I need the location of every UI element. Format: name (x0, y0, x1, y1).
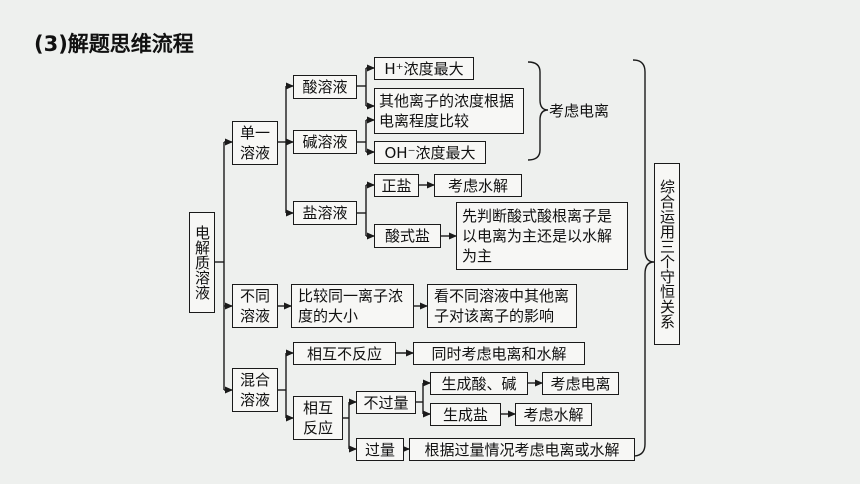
not-excess-label: 不过量 (363, 393, 409, 412)
root-box: 电解质溶液 (189, 212, 215, 313)
mixed-solution-box: 混合溶液 (232, 368, 278, 412)
mixed-solution-label: 混合溶液 (239, 371, 270, 409)
look-box: 看不同溶液中其他离子对该离子的影响 (427, 284, 577, 328)
other-ions-box: 其他离子的浓度根据电离程度比较 (374, 88, 524, 134)
root-label: 电解质溶液 (193, 225, 211, 300)
hydrolysis-box-1: 考虑水解 (434, 174, 522, 197)
other-ions-label: 其他离子的浓度根据电离程度比较 (379, 92, 515, 130)
summary-label: 综合运用三个守恒关系 (658, 179, 676, 329)
both-label: 同时考虑电离和水解 (431, 344, 567, 363)
oh-max-label: OH⁻浓度最大 (384, 143, 476, 162)
acid-solution-label: 酸溶液 (302, 78, 348, 96)
not-excess-box: 不过量 (356, 391, 416, 414)
excess-box: 过量 (356, 438, 404, 461)
gen-salt-box: 生成盐 (430, 403, 501, 426)
excess-note-label: 根据过量情况考虑电离或水解 (424, 440, 620, 459)
single-solution-box: 单一溶液 (232, 121, 278, 165)
ionization-label-2: 考虑电离 (550, 374, 611, 393)
no-react-box: 相互不反应 (293, 342, 396, 365)
hydrolysis-label-2: 考虑水解 (523, 405, 584, 424)
normal-salt-box: 正盐 (374, 174, 419, 197)
no-react-label: 相互不反应 (306, 344, 382, 363)
look-label: 看不同溶液中其他离子对该离子的影响 (434, 287, 570, 325)
normal-salt-label: 正盐 (381, 176, 412, 195)
react-label: 相互反应 (302, 399, 333, 437)
acid-salt-box: 酸式盐 (374, 224, 441, 248)
acid-solution-box: 酸溶液 (293, 75, 357, 99)
h-max-label: H⁺浓度最大 (384, 59, 464, 78)
base-solution-box: 碱溶液 (293, 130, 357, 154)
oh-max-box: OH⁻浓度最大 (374, 141, 486, 164)
page-title: (3)解题思维流程 (34, 32, 194, 56)
ionization-box-2: 考虑电离 (542, 372, 619, 395)
react-box: 相互反应 (293, 396, 343, 440)
both-box: 同时考虑电离和水解 (413, 342, 585, 365)
excess-label: 过量 (364, 440, 395, 459)
gen-acid-base-box: 生成酸、碱 (430, 372, 528, 395)
hydrolysis-box-2: 考虑水解 (515, 403, 592, 426)
gen-salt-label: 生成盐 (442, 405, 488, 424)
different-solution-label: 不同溶液 (239, 287, 270, 325)
hydrolysis-label-1: 考虑水解 (447, 176, 508, 195)
consider-ionization-label: 考虑电离 (549, 102, 610, 120)
salt-solution-label: 盐溶液 (302, 204, 348, 222)
acid-salt-label: 酸式盐 (384, 227, 430, 245)
compare-label: 比较同一离子浓度的大小 (298, 287, 404, 325)
gen-acid-base-label: 生成酸、碱 (441, 374, 517, 393)
h-max-box: H⁺浓度最大 (374, 57, 474, 80)
summary-box: 综合运用三个守恒关系 (654, 163, 680, 345)
compare-box: 比较同一离子浓度的大小 (291, 284, 414, 328)
salt-solution-box: 盐溶液 (293, 201, 357, 225)
excess-note-box: 根据过量情况考虑电离或水解 (409, 438, 635, 461)
base-solution-label: 碱溶液 (302, 133, 348, 151)
single-solution-label: 单一溶液 (239, 124, 270, 162)
acid-salt-note-box: 先判断酸式酸根离子是以电离为主还是以水解为主 (456, 202, 628, 270)
acid-salt-note-label: 先判断酸式酸根离子是以电离为主还是以水解为主 (462, 207, 613, 265)
different-solution-box: 不同溶液 (232, 284, 278, 328)
